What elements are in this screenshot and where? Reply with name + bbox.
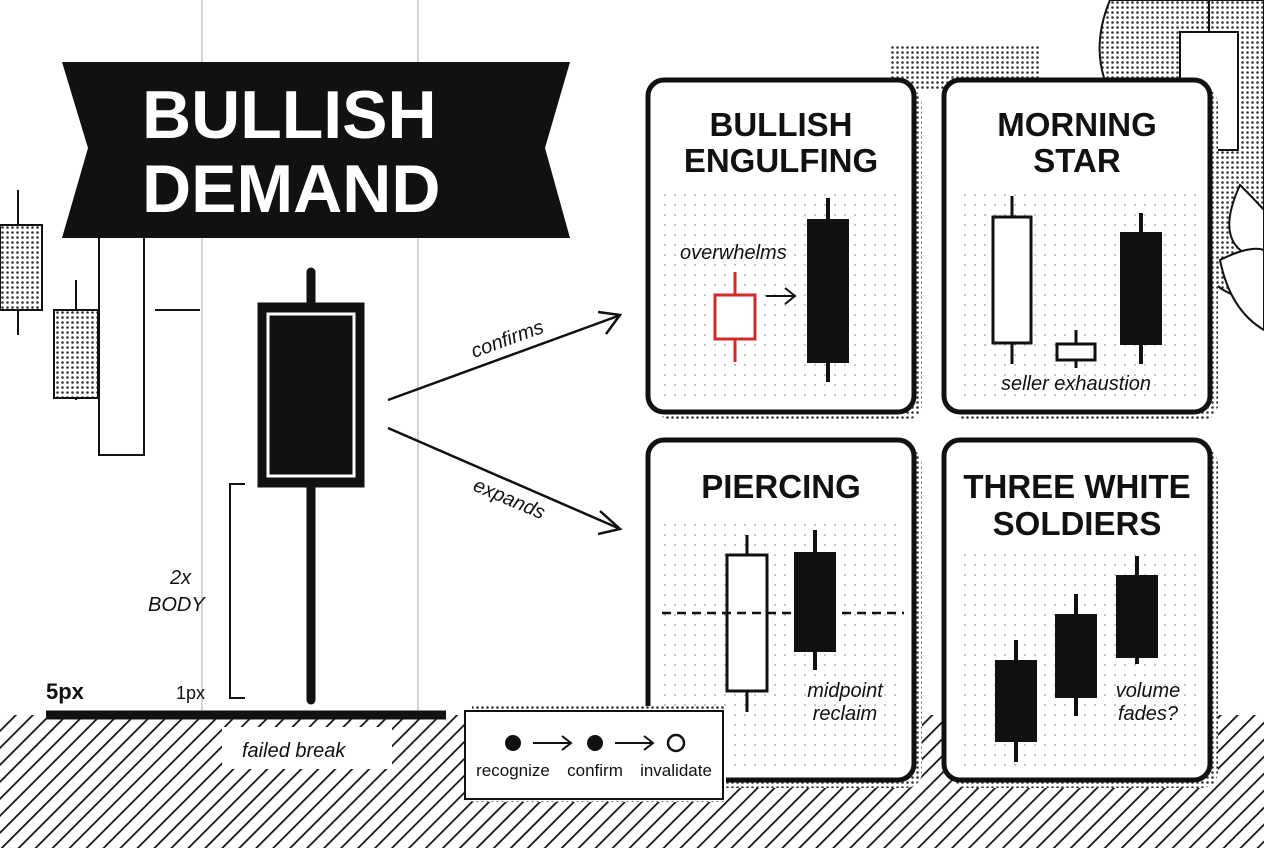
legend-label-confirm: confirm — [567, 761, 623, 780]
card-piercing-title: PIERCING — [701, 468, 861, 505]
legend-box: recognize confirm invalidate — [464, 706, 726, 802]
failed-break-label: failed break — [242, 740, 346, 762]
card-morning-title2: STAR — [1033, 142, 1121, 179]
card-engulfing-note: overwhelms — [680, 242, 787, 264]
card-morning-title1: MORNING — [997, 106, 1157, 143]
main-candle — [257, 267, 365, 705]
background-candles — [0, 190, 200, 456]
card-engulfing-title1: BULLISH — [710, 106, 853, 143]
card-bullish-engulfing: BULLISH ENGULFING overwhelms — [645, 77, 922, 420]
stroke-thick-label: 5px — [46, 679, 85, 704]
card-three-white-soldiers: THREE WHITE SOLDIERS volume fades? — [941, 437, 1218, 788]
card-soldiers-title2: SOLDIERS — [993, 505, 1162, 542]
wick-note-line1: 2x — [169, 567, 192, 589]
arrows — [387, 310, 623, 536]
card-morning-note: seller exhaustion — [1001, 373, 1151, 395]
banner-title-line1: BULLISH — [142, 77, 437, 153]
card-piercing-note2: reclaim — [813, 703, 877, 725]
legend-dot-confirm — [587, 735, 603, 751]
legend-dot-recognize — [505, 735, 521, 751]
card-soldiers-title1: THREE WHITE — [963, 468, 1190, 505]
legend-dot-invalidate — [666, 733, 686, 753]
card-piercing-note1: midpoint — [807, 680, 884, 702]
wick-measure-bracket — [229, 483, 245, 699]
card-engulfing-title2: ENGULFING — [684, 142, 878, 179]
card-soldiers-note1: volume — [1116, 680, 1180, 702]
banner-title-line2: DEMAND — [142, 151, 440, 227]
wick-note-line2: BODY — [148, 594, 206, 616]
stroke-thin-label: 1px — [176, 683, 205, 703]
legend-label-recognize: recognize — [476, 761, 550, 780]
failed-break-tag: failed break — [222, 727, 392, 769]
card-piercing: PIERCING midpoint reclaim — [645, 437, 922, 788]
card-soldiers-note2: fades? — [1118, 703, 1179, 725]
legend-label-invalidate: invalidate — [640, 761, 712, 780]
title-banner: BULLISH DEMAND — [62, 62, 570, 238]
card-morning-star: MORNING STAR seller exhaustion — [941, 77, 1218, 420]
